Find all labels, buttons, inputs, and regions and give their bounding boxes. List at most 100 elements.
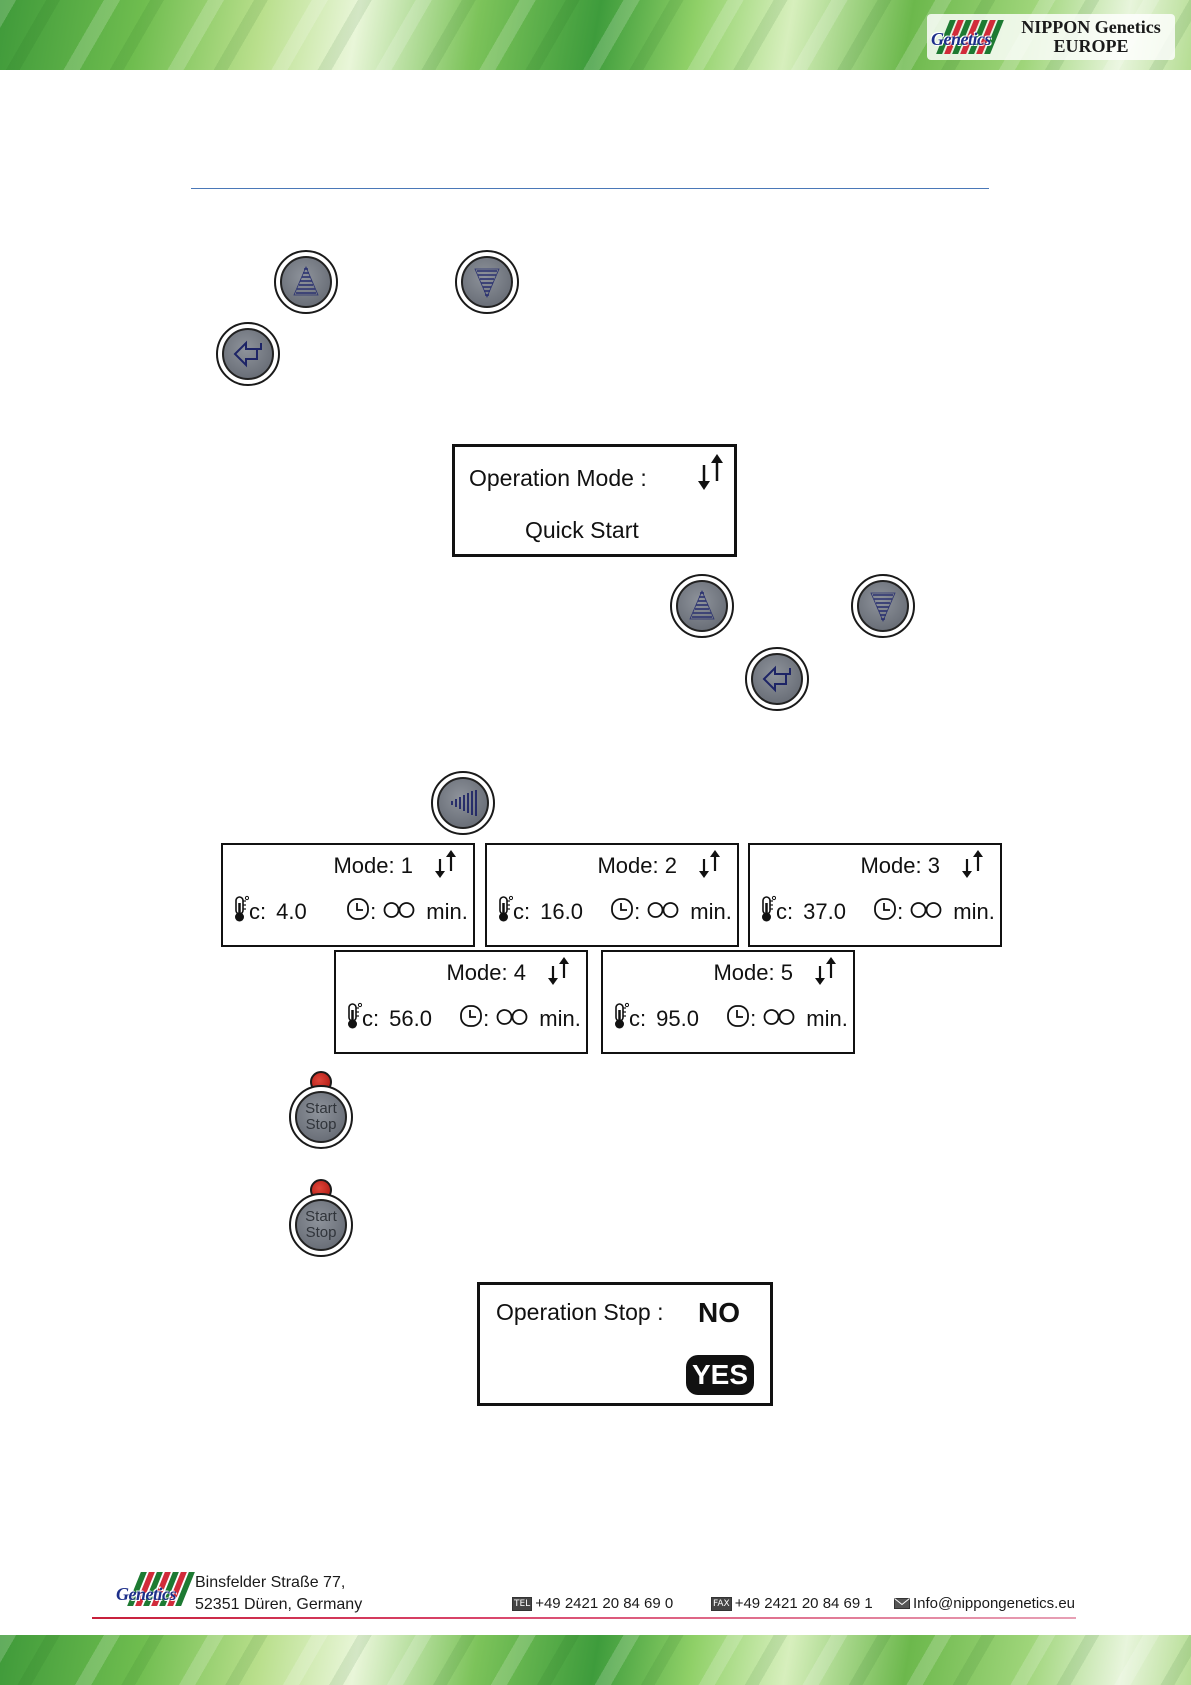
infinity-icon	[909, 899, 943, 925]
temperature-unit: c:	[776, 899, 794, 924]
quick-mode-key-icon	[451, 790, 477, 816]
address-line1: Binsfelder Straße 77,	[195, 1574, 346, 1591]
clock-icon	[873, 897, 897, 927]
mode-settings-row: c:16.0:min.	[495, 895, 732, 929]
time-unit: min.	[953, 899, 995, 924]
mode-number: 3	[927, 853, 940, 878]
footer-divider	[92, 1617, 1076, 1619]
thermometer-icon	[231, 895, 250, 929]
mode-label-text: Mode:	[446, 960, 514, 985]
mode-label: Mode: 5	[603, 960, 793, 986]
email-address[interactable]: Info@nippongenetics.eu	[913, 1595, 1076, 1612]
up-arrow-key-2[interactable]	[670, 574, 734, 638]
temperature-unit: c:	[629, 1006, 647, 1031]
mode-settings-row: c:56.0:min.	[344, 1002, 581, 1036]
time-separator: :	[897, 899, 904, 924]
scroll-arrows-icon	[813, 956, 839, 991]
enter-key-icon	[233, 340, 262, 368]
company-name-line1: NIPPON Genetics	[1021, 17, 1161, 37]
address-line2: 52351 Düren, Germany	[195, 1596, 363, 1613]
footer-email: Info@nippongenetics.eu	[894, 1595, 1075, 1612]
footer-phone: TEL +49 2421 20 84 69 0	[512, 1595, 673, 1612]
infinity-icon	[495, 1006, 529, 1032]
start-stop-key-2[interactable]: Start Stop	[289, 1193, 353, 1257]
footer-address: Binsfelder Straße 77, 52351 Düren, Germa…	[195, 1572, 362, 1616]
up-arrow-key-icon	[293, 265, 319, 296]
fax-number: +49 2421 20 84 69 1	[734, 1595, 873, 1612]
start-stop-key-icon: Start Stop	[295, 1091, 347, 1143]
mode-number: 4	[513, 960, 526, 985]
temperature-value: 4.0	[276, 899, 307, 924]
down-arrow-key-icon	[870, 592, 896, 623]
mode-label-text: Mode:	[713, 960, 781, 985]
mode-number: 5	[780, 960, 793, 985]
footer-logo-wordmark: Genetics	[116, 1584, 176, 1604]
mode-label: Mode: 2	[487, 853, 677, 879]
footer-banner	[0, 1635, 1191, 1685]
enter-key-icon	[762, 665, 791, 693]
thermometer-icon	[611, 1002, 630, 1036]
operation-mode-label: Operation Mode :	[469, 465, 647, 491]
mode-label: Mode: 1	[223, 853, 413, 879]
mail-icon	[894, 1598, 910, 1609]
start-stop-key-icon: Start Stop	[295, 1199, 347, 1251]
down-arrow-key[interactable]	[455, 250, 519, 314]
time-separator: :	[370, 899, 377, 924]
footer-fax: FAX +49 2421 20 84 69 1	[711, 1595, 873, 1612]
temperature-value: 56.0	[389, 1006, 432, 1031]
scroll-arrows-icon	[698, 454, 723, 490]
operation-stop-screen: Operation Stop : NO YES	[477, 1282, 773, 1406]
down-arrow-key-2[interactable]	[851, 574, 915, 638]
mode-settings-row: c:95.0:min.	[611, 1002, 848, 1036]
scroll-arrows-icon	[546, 956, 572, 991]
time-separator: :	[483, 1006, 490, 1031]
quick-mode-key[interactable]	[431, 771, 495, 835]
scroll-arrows-icon	[433, 849, 459, 884]
mode-label: Mode: 3	[750, 853, 940, 879]
operation-mode-screen: Operation Mode : Quick Start	[452, 444, 737, 557]
thermometer-icon	[344, 1002, 363, 1036]
enter-key[interactable]	[216, 322, 280, 386]
mode-label-text: Mode:	[333, 853, 401, 878]
mode-label: Mode: 4	[336, 960, 526, 986]
operation-stop-no-option[interactable]: NO	[698, 1297, 740, 1328]
footer-logo: Genetics	[116, 1572, 195, 1612]
logo-wordmark: Genetics	[931, 29, 991, 49]
scroll-arrows-icon	[960, 849, 986, 884]
thermometer-icon	[495, 895, 514, 929]
temperature-unit: c:	[362, 1006, 380, 1031]
start-stop-key-line2: Stop	[305, 1116, 337, 1133]
mode-label-text: Mode:	[860, 853, 928, 878]
start-stop-key-line2: Stop	[305, 1224, 337, 1241]
up-arrow-key-icon	[689, 589, 715, 620]
mode-settings-row: c:37.0:min.	[758, 895, 995, 929]
operation-stop-yes-option[interactable]: YES	[686, 1355, 755, 1395]
time-unit: min.	[806, 1006, 848, 1031]
time-unit: min.	[426, 899, 468, 924]
mode-number: 2	[664, 853, 677, 878]
clock-icon	[610, 897, 634, 927]
down-arrow-key-icon	[474, 268, 500, 299]
mode-screen-1: Mode: 1 c: 4.0: min.	[221, 843, 475, 947]
enter-key-2[interactable]	[745, 647, 809, 711]
company-logo: Genetics NIPPON Genetics EUROPE	[927, 14, 1175, 60]
mode-number: 1	[400, 853, 413, 878]
time-unit: min.	[690, 899, 732, 924]
up-arrow-key[interactable]	[274, 250, 338, 314]
section-divider	[191, 188, 989, 189]
scroll-arrows-icon	[697, 849, 723, 884]
thermometer-icon	[758, 895, 777, 929]
phone-number: +49 2421 20 84 69 0	[535, 1595, 674, 1612]
fax-icon: FAX	[711, 1596, 732, 1611]
phone-icon: TEL	[512, 1596, 533, 1611]
infinity-icon	[382, 899, 416, 925]
time-separator: :	[634, 899, 641, 924]
temperature-unit: c:	[249, 899, 267, 924]
clock-icon	[346, 897, 370, 927]
time-separator: :	[750, 1006, 757, 1031]
start-stop-key[interactable]: Start Stop	[289, 1085, 353, 1149]
company-name-line2: EUROPE	[1053, 36, 1129, 56]
